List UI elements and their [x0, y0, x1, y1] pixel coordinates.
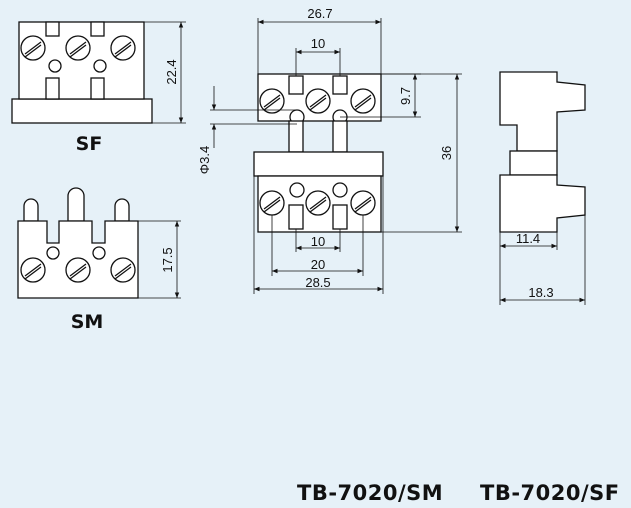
total-height-dim: 36	[439, 146, 454, 160]
sm-view: 17.5	[17, 187, 181, 299]
sf-view: 22.4	[11, 21, 186, 124]
model-sm-label: TB-7020/SM	[297, 481, 443, 505]
front-bottom-pitch-dim: 10	[311, 234, 325, 249]
model-sf-label: TB-7020/SF	[480, 481, 620, 505]
sf-height-dim: 22.4	[164, 59, 179, 84]
sf-screw-2	[65, 35, 91, 61]
front-top-width-dim: 26.7	[307, 6, 332, 21]
sm-view-label: SM	[71, 311, 104, 333]
front-bottom-screw-2	[305, 190, 331, 216]
sf-view-label: SF	[76, 133, 103, 155]
hole-diameter-dim: Φ3.4	[197, 146, 212, 174]
sm-height-dim: 17.5	[160, 247, 175, 272]
front-view: 26.7 10 9.7 Φ3.4 36 10 20	[197, 6, 462, 294]
front-top-screw-3	[350, 88, 376, 114]
front-top-pitch-dim: 10	[311, 36, 325, 51]
sf-screw-1	[20, 35, 46, 61]
front-top-screw-1	[259, 88, 285, 114]
side-view: 11.4 18.3	[499, 71, 586, 305]
sm-screw-2	[65, 257, 91, 283]
front-bottom-screw-1	[259, 190, 285, 216]
side-depth-inner-dim: 11.4	[516, 231, 540, 246]
sm-screw-1	[20, 257, 46, 283]
front-bottom-width-dim: 28.5	[305, 275, 330, 290]
front-bottom-span-dim: 20	[311, 257, 325, 272]
sf-screw-3	[110, 35, 136, 61]
side-depth-outer-dim: 18.3	[528, 285, 553, 300]
front-bottom-screw-3	[350, 190, 376, 216]
front-top-screw-2	[305, 88, 331, 114]
sm-screw-3	[110, 257, 136, 283]
front-top-offset-dim: 9.7	[398, 87, 413, 105]
